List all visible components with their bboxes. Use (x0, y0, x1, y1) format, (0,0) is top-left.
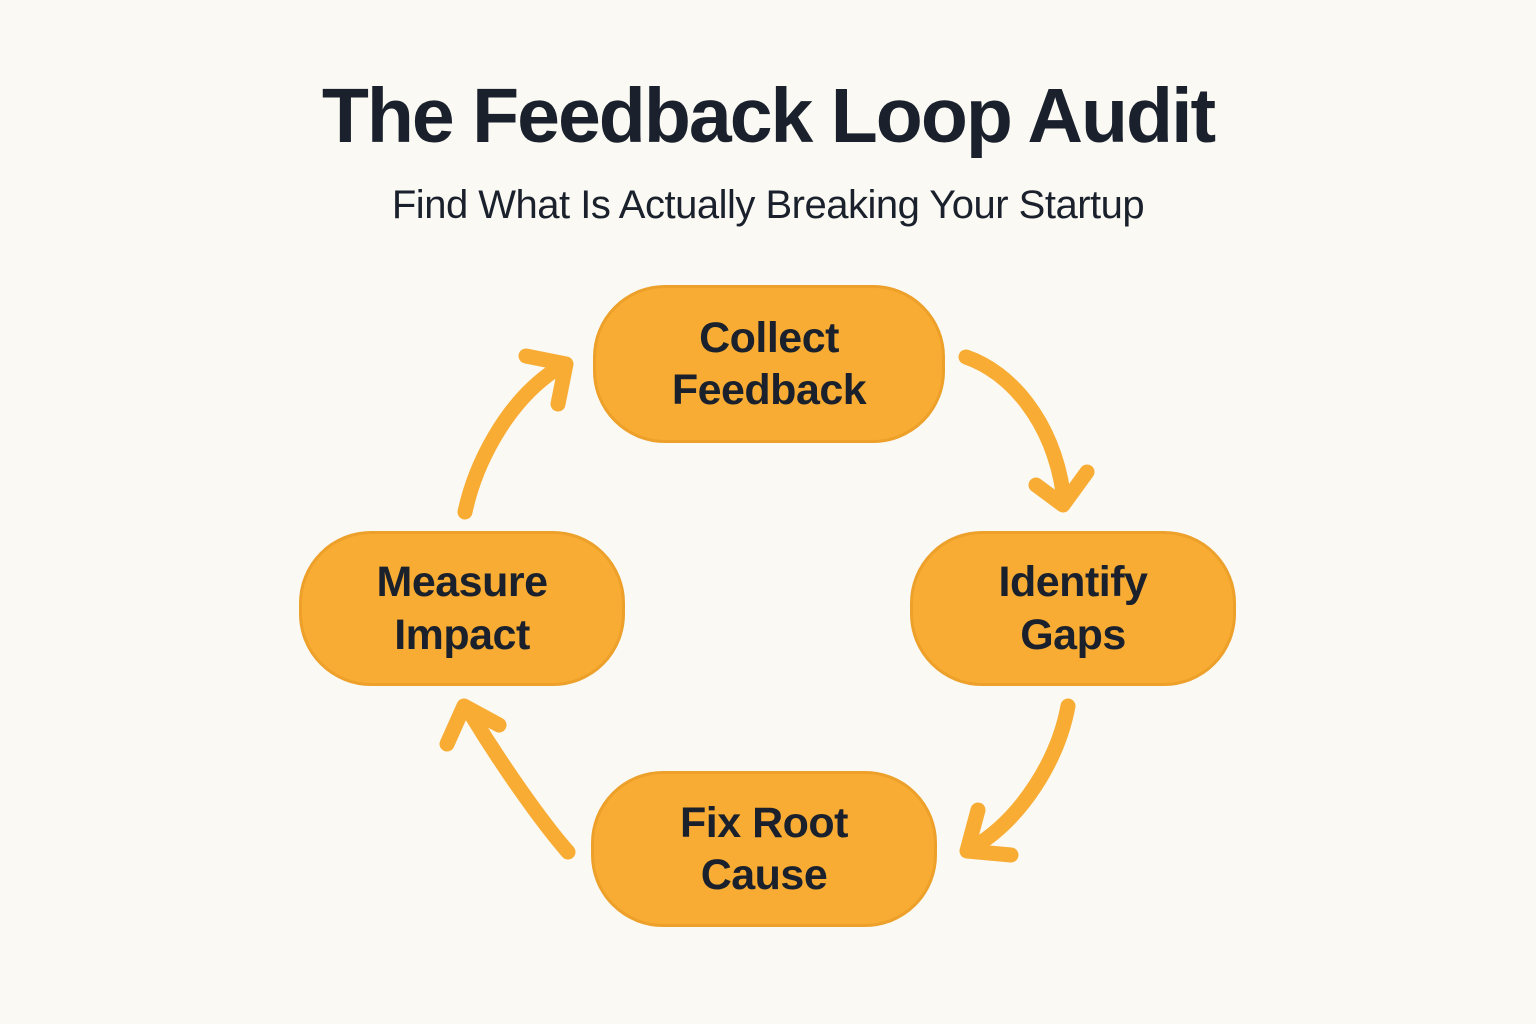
arrow-identify-to-fix (959, 698, 1076, 863)
step-label-line: Cause (700, 851, 828, 899)
step-box-identify-gaps: Identify Gaps (910, 531, 1236, 686)
arrow-fix-to-measure (439, 698, 576, 860)
step-label-line: Gaps (1020, 610, 1126, 659)
step-label-line: Feedback (671, 366, 867, 414)
step-label-line: Impact (394, 610, 530, 659)
page-title: The Feedback Loop Audit (321, 73, 1216, 159)
step-label-line: Fix Root (680, 798, 848, 847)
step-box-measure-impact: Measure Impact (299, 531, 625, 686)
step-label-line: Identify (998, 558, 1148, 607)
arrow-measure-to-collect (457, 348, 574, 520)
page-subtitle: Find What Is Actually Breaking Your Star… (391, 183, 1145, 227)
arrow-collect-to-identify (958, 349, 1095, 513)
step-box-fix-root-cause: Fix Root Cause (591, 771, 937, 927)
step-box-collect-feedback: Collect Feedback (593, 285, 945, 443)
step-label-line: Collect (699, 313, 839, 362)
step-label-line: Measure (376, 558, 548, 607)
